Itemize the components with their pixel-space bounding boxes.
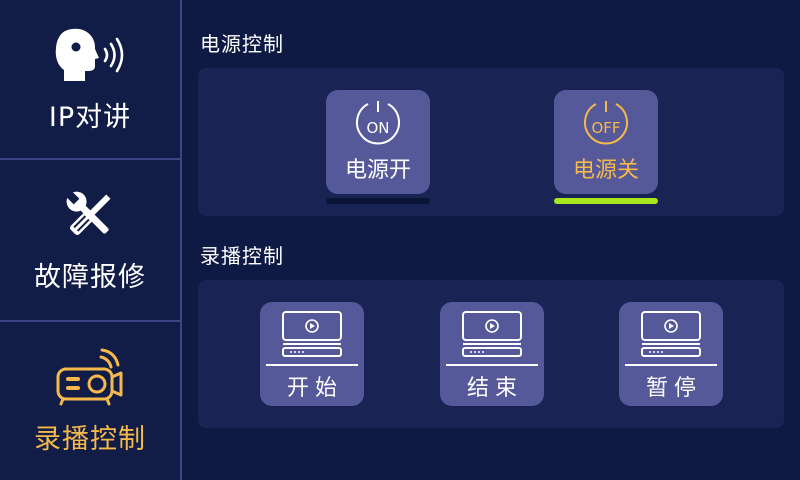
power-section-title: 电源控制: [200, 32, 284, 56]
recorder-icon: [641, 311, 701, 357]
sidebar: IP对讲 故障报修: [0, 0, 182, 480]
projector-icon: [56, 348, 123, 405]
record-start-label: 开始: [286, 376, 343, 401]
record-panel: 开始 结束 暂停: [198, 280, 784, 428]
record-start-button[interactable]: 开始: [260, 302, 364, 406]
sidebar-item-label: 录播控制: [34, 423, 146, 455]
power-off-label: 电源关: [572, 158, 639, 183]
record-section-title: 录播控制: [200, 244, 284, 268]
sidebar-item-label: IP对讲: [48, 101, 132, 133]
power-on-icon-text: ON: [366, 119, 389, 137]
sidebar-item-ip-intercom[interactable]: IP对讲: [0, 0, 180, 158]
recorder-icon: [462, 311, 522, 357]
sidebar-item-label: 故障报修: [34, 261, 146, 293]
sidebar-divider: [0, 320, 180, 322]
recorder-icon: [282, 311, 342, 357]
power-on-icon: ON: [356, 101, 400, 145]
button-divider: [625, 364, 717, 366]
power-panel: ON 电源开 OFF 电源关: [198, 68, 784, 216]
power-off-icon-text: OFF: [591, 119, 620, 137]
record-pause-label: 暂停: [645, 376, 702, 401]
record-stop-label: 结束: [466, 376, 523, 401]
button-divider: [266, 364, 358, 366]
power-on-button[interactable]: ON 电源开: [326, 90, 430, 194]
power-off-indicator: [554, 198, 658, 204]
repair-tools-icon: [65, 190, 111, 235]
speaking-head-icon: [55, 28, 124, 81]
sidebar-item-recording-control[interactable]: 录播控制: [0, 322, 180, 480]
power-off-button[interactable]: OFF 电源关: [554, 90, 658, 194]
sidebar-item-repair[interactable]: 故障报修: [0, 160, 180, 318]
button-divider: [446, 364, 538, 366]
sidebar-divider: [0, 158, 180, 160]
power-off-icon: OFF: [584, 101, 628, 145]
power-on-indicator: [326, 198, 430, 204]
record-stop-button[interactable]: 结束: [440, 302, 544, 406]
power-on-label: 电源开: [344, 158, 411, 183]
record-pause-button[interactable]: 暂停: [619, 302, 723, 406]
